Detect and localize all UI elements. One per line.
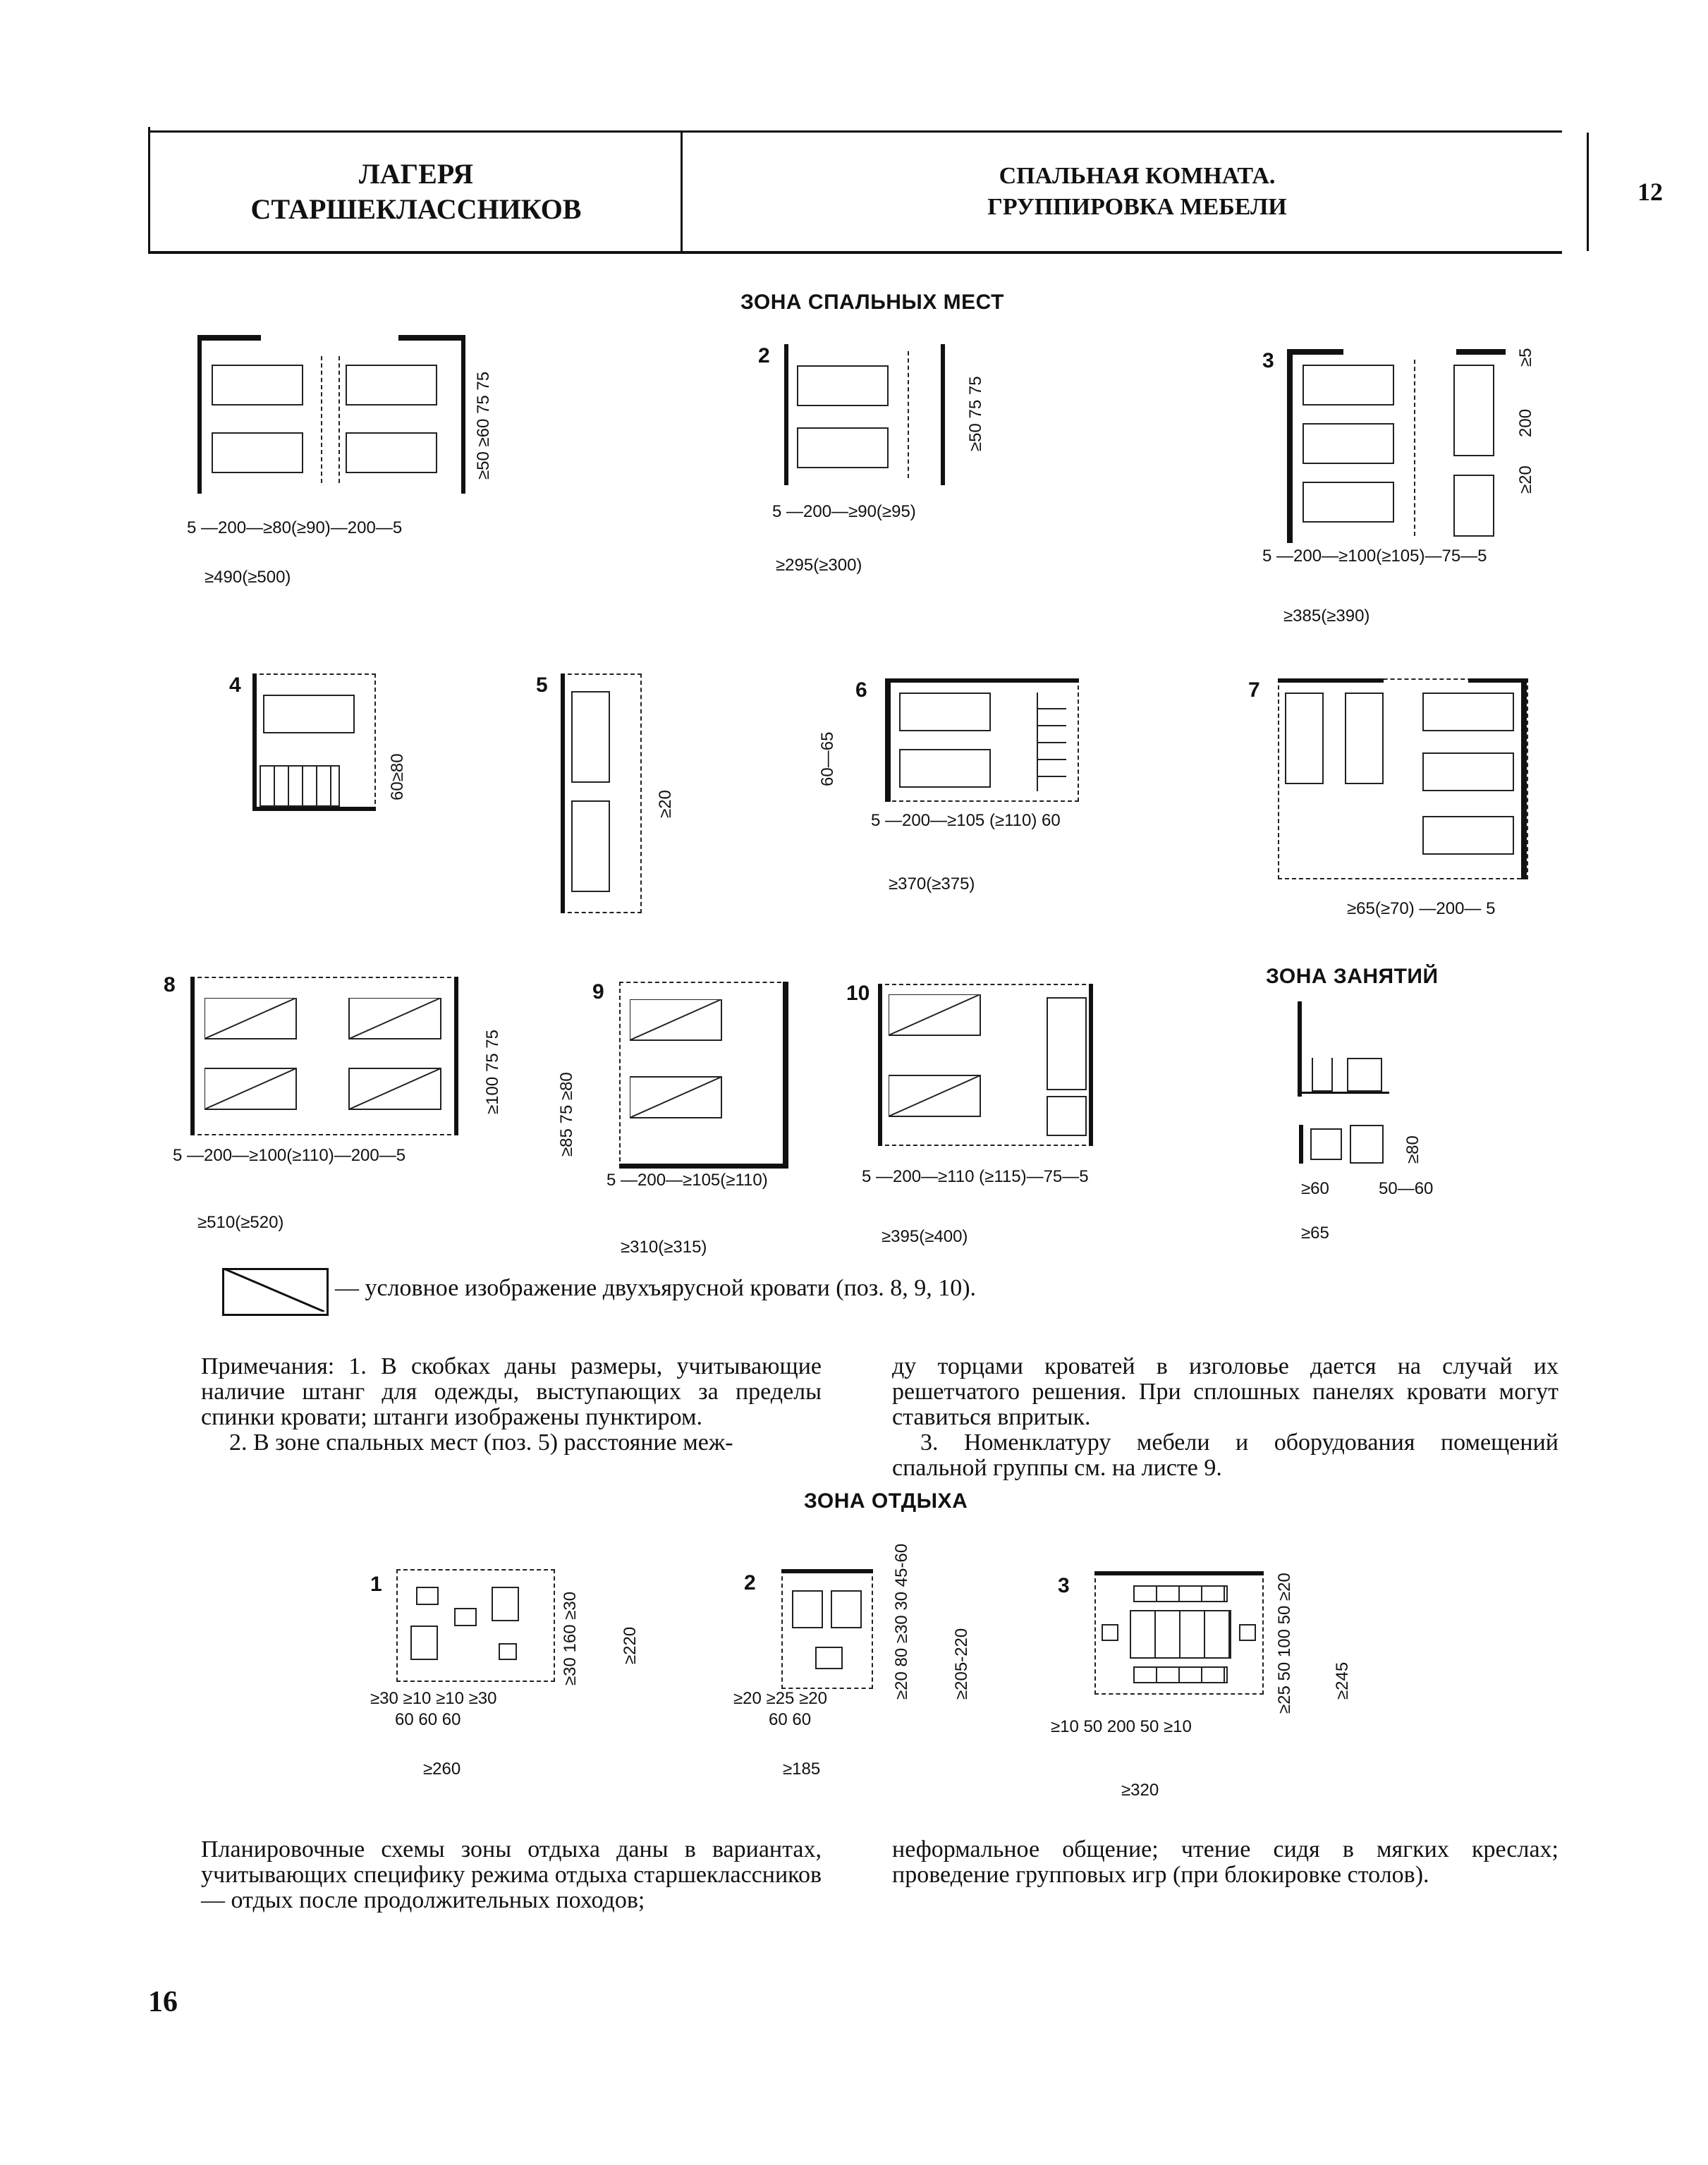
fig-7-plan	[1278, 678, 1528, 879]
fig-number: 6	[855, 678, 867, 702]
fig-6-dim-width: 5 —200—≥105 (≥110) 60	[871, 811, 1061, 830]
note-3: 3. Номенклатуру мебели и оборудования по…	[892, 1429, 1558, 1481]
fig-10-dim-total: ≥395(≥400)	[882, 1227, 968, 1246]
rest-2-dim-vertical: ≥20 80 ≥30 30 45-60	[892, 1543, 911, 1700]
fig-1-dim-width: 5 —200—≥80(≥90)—200—5	[187, 518, 403, 537]
fig-8-dim-vertical: ≥100 75 75	[483, 1030, 502, 1114]
fig-number: 1	[370, 1573, 382, 1596]
rest-2-dim-total: ≥185	[783, 1760, 821, 1779]
fig-9-dim-vertical: ≥85 75 ≥80	[557, 1072, 576, 1157]
fig-number: 3	[1262, 349, 1274, 372]
fig-3-dim-v3: ≥20	[1516, 465, 1535, 494]
fig-9-dim-total: ≥310(≥315)	[621, 1238, 707, 1257]
fig-3-plan	[1287, 349, 1506, 543]
header-left-edge	[148, 127, 150, 252]
page-number: 16	[148, 1986, 178, 2018]
study-dim-3: ≥65	[1301, 1224, 1329, 1243]
bottom-text-col-1: Планировочные схемы зоны отдыха даны в в…	[201, 1836, 822, 1913]
header-divider	[681, 133, 683, 251]
fig-1-dim-total: ≥490(≥500)	[205, 568, 291, 587]
rest-1-dim-total: ≥260	[423, 1760, 461, 1779]
rest-2-dim-width2: 60 60	[769, 1710, 812, 1729]
rest-3-plan	[1094, 1571, 1264, 1695]
rest-1-dim-vtotal: ≥220	[621, 1626, 640, 1664]
note-2-cont: ду торцами кроватей в изголовье дается н…	[892, 1353, 1558, 1430]
fig-number: 2	[744, 1571, 756, 1594]
fig-3-dim-width: 5 —200—≥100(≥105)—75—5	[1262, 547, 1487, 566]
header-left-line1: ЛАГЕРЯ	[358, 158, 474, 190]
fig-3-dim-v2: 200	[1516, 408, 1535, 437]
fig-8-dim-total: ≥510(≥520)	[197, 1213, 284, 1232]
fig-6-plan	[885, 678, 1079, 802]
rest-3-dim-vertical: ≥25 50 100 50 ≥20	[1275, 1573, 1294, 1714]
rest-3-dim-total: ≥320	[1121, 1781, 1159, 1800]
rest-1-dim-width2: 60 60 60	[395, 1710, 461, 1729]
fig-9-dim-width: 5 —200—≥105(≥110)	[606, 1171, 768, 1190]
rest-1-dim-width: ≥30 ≥10 ≥10 ≥30	[370, 1689, 497, 1708]
fig-1-dim-vertical: ≥50 ≥60 75 75	[474, 371, 493, 480]
fig-6-dim-total: ≥370(≥375)	[889, 874, 975, 894]
fig-number: 4	[229, 673, 241, 697]
fig-8-dim-width: 5 —200—≥100(≥110)—200—5	[173, 1146, 406, 1165]
fig-10-plan	[878, 984, 1093, 1146]
notes-col-1: Примечания: 1. В скобках даны размеры, у…	[201, 1354, 822, 1456]
fig-9-plan	[619, 982, 788, 1169]
fig-1-plan	[197, 335, 465, 494]
fig-4-plan	[252, 673, 376, 811]
rest-2-dim-vtotal: ≥205-220	[952, 1628, 971, 1700]
fig-3-dim-total: ≥385(≥390)	[1283, 606, 1370, 626]
study-dim-1: ≥60	[1301, 1179, 1329, 1198]
rest-2-dim-width: ≥20 ≥25 ≥20	[733, 1689, 827, 1708]
note-2: 2. В зоне спальных мест (поз. 5) расстоя…	[229, 1429, 733, 1456]
rest-3-dim-vtotal: ≥245	[1333, 1661, 1352, 1700]
fig-2-dim-total: ≥295(≥300)	[776, 556, 862, 575]
header-mid-line2: ГРУППИРОВКА МЕБЕЛИ	[987, 194, 1287, 220]
fig-7-dim-width: ≥65(≥70) —200— 5	[1347, 899, 1496, 918]
section-title-study: ЗОНА ЗАНЯТИЙ	[1266, 965, 1439, 988]
fig-2-dim-width: 5 —200—≥90(≥95)	[772, 502, 916, 521]
section-title-rest: ЗОНА ОТДЫХА	[804, 1489, 968, 1513]
fig-8-plan	[190, 977, 458, 1135]
fig-3-dim-v1: ≥5	[1516, 348, 1535, 367]
fig-number: 9	[592, 980, 604, 1004]
fig-5-dim-vertical: ≥20	[656, 790, 675, 818]
header-divider	[1587, 133, 1589, 251]
fig-number: 3	[1058, 1574, 1070, 1597]
study-dim-vertical: ≥80	[1403, 1135, 1422, 1164]
rest-2-plan	[781, 1569, 873, 1689]
study-zone-elevation	[1298, 1001, 1389, 1097]
study-zone-plan	[1299, 1125, 1384, 1164]
legend-text: — условное изображение двухъярусной кров…	[335, 1275, 977, 1301]
bottom-text-col-2: неформальное общение; чтение сидя в мягк…	[892, 1836, 1558, 1888]
fig-number: 10	[846, 982, 870, 1005]
header-mid-line1: СПАЛЬНАЯ КОМНАТА.	[999, 163, 1276, 189]
header-left: ЛАГЕРЯ СТАРШЕКЛАССНИКОВ	[148, 133, 684, 251]
header-left-line2: СТАРШЕКЛАССНИКОВ	[250, 193, 582, 225]
fig-number: 8	[164, 973, 176, 996]
fig-number: 7	[1248, 678, 1260, 702]
fig-4-dim-vertical: 60≥80	[388, 753, 407, 800]
fig-number: 2	[758, 344, 770, 367]
fig-number: 5	[536, 673, 548, 697]
bunk-bed-legend-icon	[222, 1268, 329, 1316]
notes-col-2: ду торцами кроватей в изголовье дается н…	[892, 1354, 1558, 1481]
fig-2-plan	[784, 344, 946, 485]
fig-10-dim-width: 5 —200—≥110 (≥115)—75—5	[862, 1167, 1089, 1186]
page-header: ЛАГЕРЯ СТАРШЕКЛАССНИКОВ СПАЛЬНАЯ КОМНАТА…	[148, 130, 1663, 254]
note-1: Примечания: 1. В скобках даны размеры, у…	[201, 1353, 822, 1430]
section-title-sleep: ЗОНА СПАЛЬНЫХ МЕСТ	[740, 291, 1004, 314]
rest-1-plan	[396, 1569, 555, 1682]
fig-5-plan	[561, 673, 642, 913]
study-dim-2: 50—60	[1379, 1179, 1434, 1198]
fig-6-dim-vertical: 60—65	[818, 731, 837, 786]
rest-3-dim-width: ≥10 50 200 50 ≥10	[1051, 1717, 1192, 1736]
sheet-number: 12	[1637, 178, 1663, 206]
rest-1-dim-vertical: ≥30 160 ≥30	[561, 1591, 580, 1685]
header-mid: СПАЛЬНАЯ КОМНАТА. ГРУППИРОВКА МЕБЕЛИ	[684, 133, 1590, 251]
fig-2-dim-vertical: ≥50 75 75	[966, 376, 985, 451]
